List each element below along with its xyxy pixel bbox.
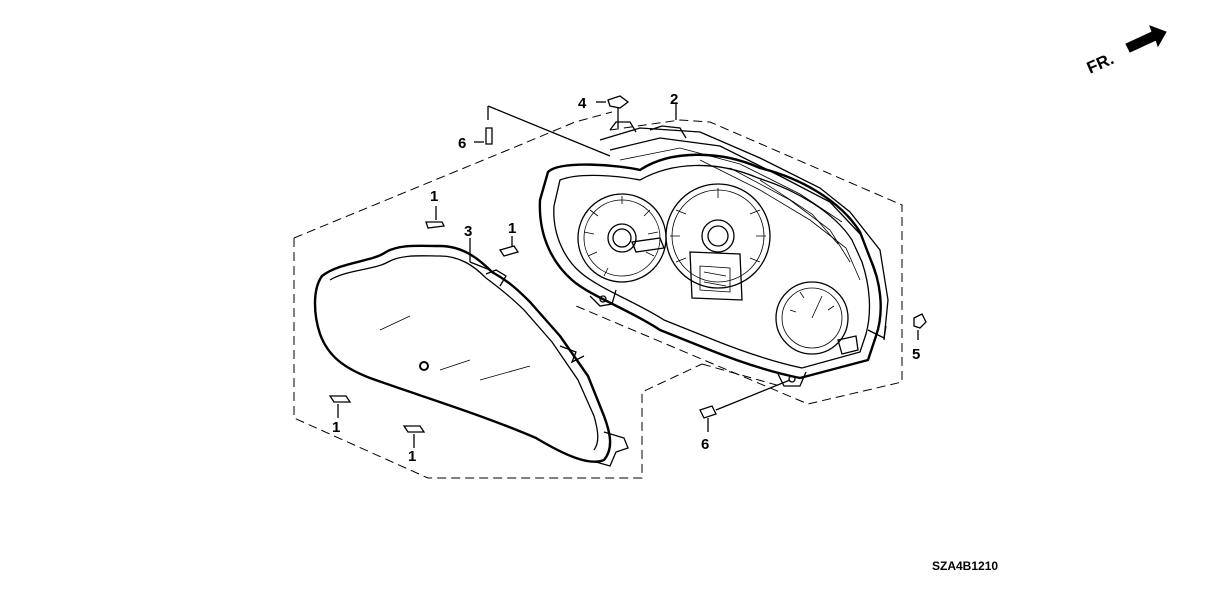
callout-3: 3 [464, 223, 472, 240]
grommet-5 [913, 313, 927, 340]
diagram-code: SZA4B1210 [932, 559, 998, 573]
instrument-cluster [538, 121, 889, 387]
screw-6b [699, 379, 791, 432]
clip-1b [498, 236, 520, 257]
callout-6: 6 [458, 135, 466, 152]
callout-1: 1 [332, 419, 340, 436]
callout-6: 6 [701, 436, 709, 453]
clip-1a [425, 206, 445, 229]
callout-1: 1 [508, 220, 516, 237]
callout-5: 5 [912, 346, 920, 363]
front-arrow-icon [1125, 25, 1167, 53]
clip-1c [328, 395, 352, 418]
callout-1: 1 [430, 188, 438, 205]
callout-4: 4 [578, 95, 587, 112]
front-direction-label: FR. [1084, 49, 1117, 77]
gasket-hole [419, 361, 429, 371]
callout-1: 1 [408, 448, 416, 465]
clip-parts [328, 206, 520, 448]
screw-6a [474, 127, 493, 145]
clip-1d [402, 425, 426, 448]
cluster-lens-gasket [313, 244, 629, 467]
callout-2: 2 [670, 91, 678, 108]
front-direction-indicator: FR. [1084, 25, 1167, 78]
clip-4 [596, 95, 630, 128]
exploded-view-boundaries [293, 105, 903, 479]
